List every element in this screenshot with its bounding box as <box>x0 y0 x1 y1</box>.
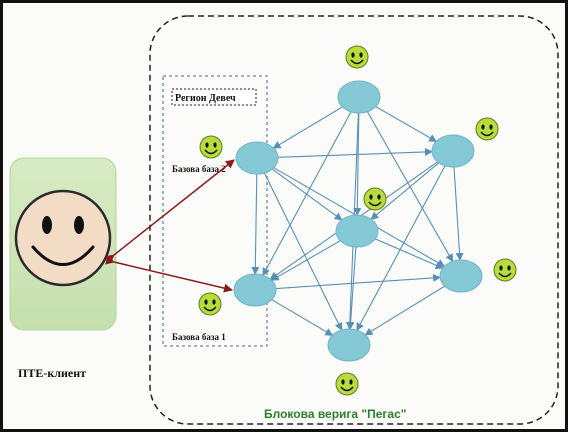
edge-right-br <box>449 159 464 261</box>
edge-top-right <box>367 99 438 142</box>
client-smiley-icon <box>14 189 112 287</box>
region-label: Регион Девеч <box>175 93 236 104</box>
edge-br-bottom <box>364 279 453 336</box>
edge-left-bl <box>251 166 261 275</box>
smiley-icon-right <box>475 117 499 141</box>
network-nodes <box>233 80 483 362</box>
smiley-icon-left <box>199 135 223 159</box>
smiley-icon-top <box>345 45 369 69</box>
node-bottom <box>327 328 371 362</box>
node-top <box>337 80 381 114</box>
smiley-icon-bottom <box>335 372 359 396</box>
edge-bl-bottom <box>263 292 334 336</box>
smiley-icon-bl <box>198 292 222 316</box>
client-label: ПТЕ-клиент <box>18 366 86 380</box>
node-left <box>235 141 279 175</box>
edge-bl-br <box>268 273 442 294</box>
edge-left-center <box>264 161 343 221</box>
smiley-icon-br <box>493 258 517 282</box>
base-station-1-label: Базова база 1 <box>172 332 226 342</box>
node-br <box>439 259 483 293</box>
client-arrow-to-base-1 <box>105 255 233 293</box>
node-right <box>431 134 475 168</box>
node-bl <box>233 273 277 307</box>
edge-left-right <box>270 147 433 162</box>
edge-center-br <box>367 232 444 269</box>
blockchain-title: Блокова верига "Пегас" <box>264 407 406 421</box>
client-arrow-to-base-2 <box>104 159 235 264</box>
client-connections <box>104 159 235 293</box>
edge-center-bl <box>270 233 349 281</box>
edge-top-bl <box>262 103 358 277</box>
smiley-icon-center <box>363 187 387 211</box>
node-smileys <box>198 45 517 396</box>
node-center <box>335 214 379 248</box>
edge-top-left <box>272 99 351 149</box>
